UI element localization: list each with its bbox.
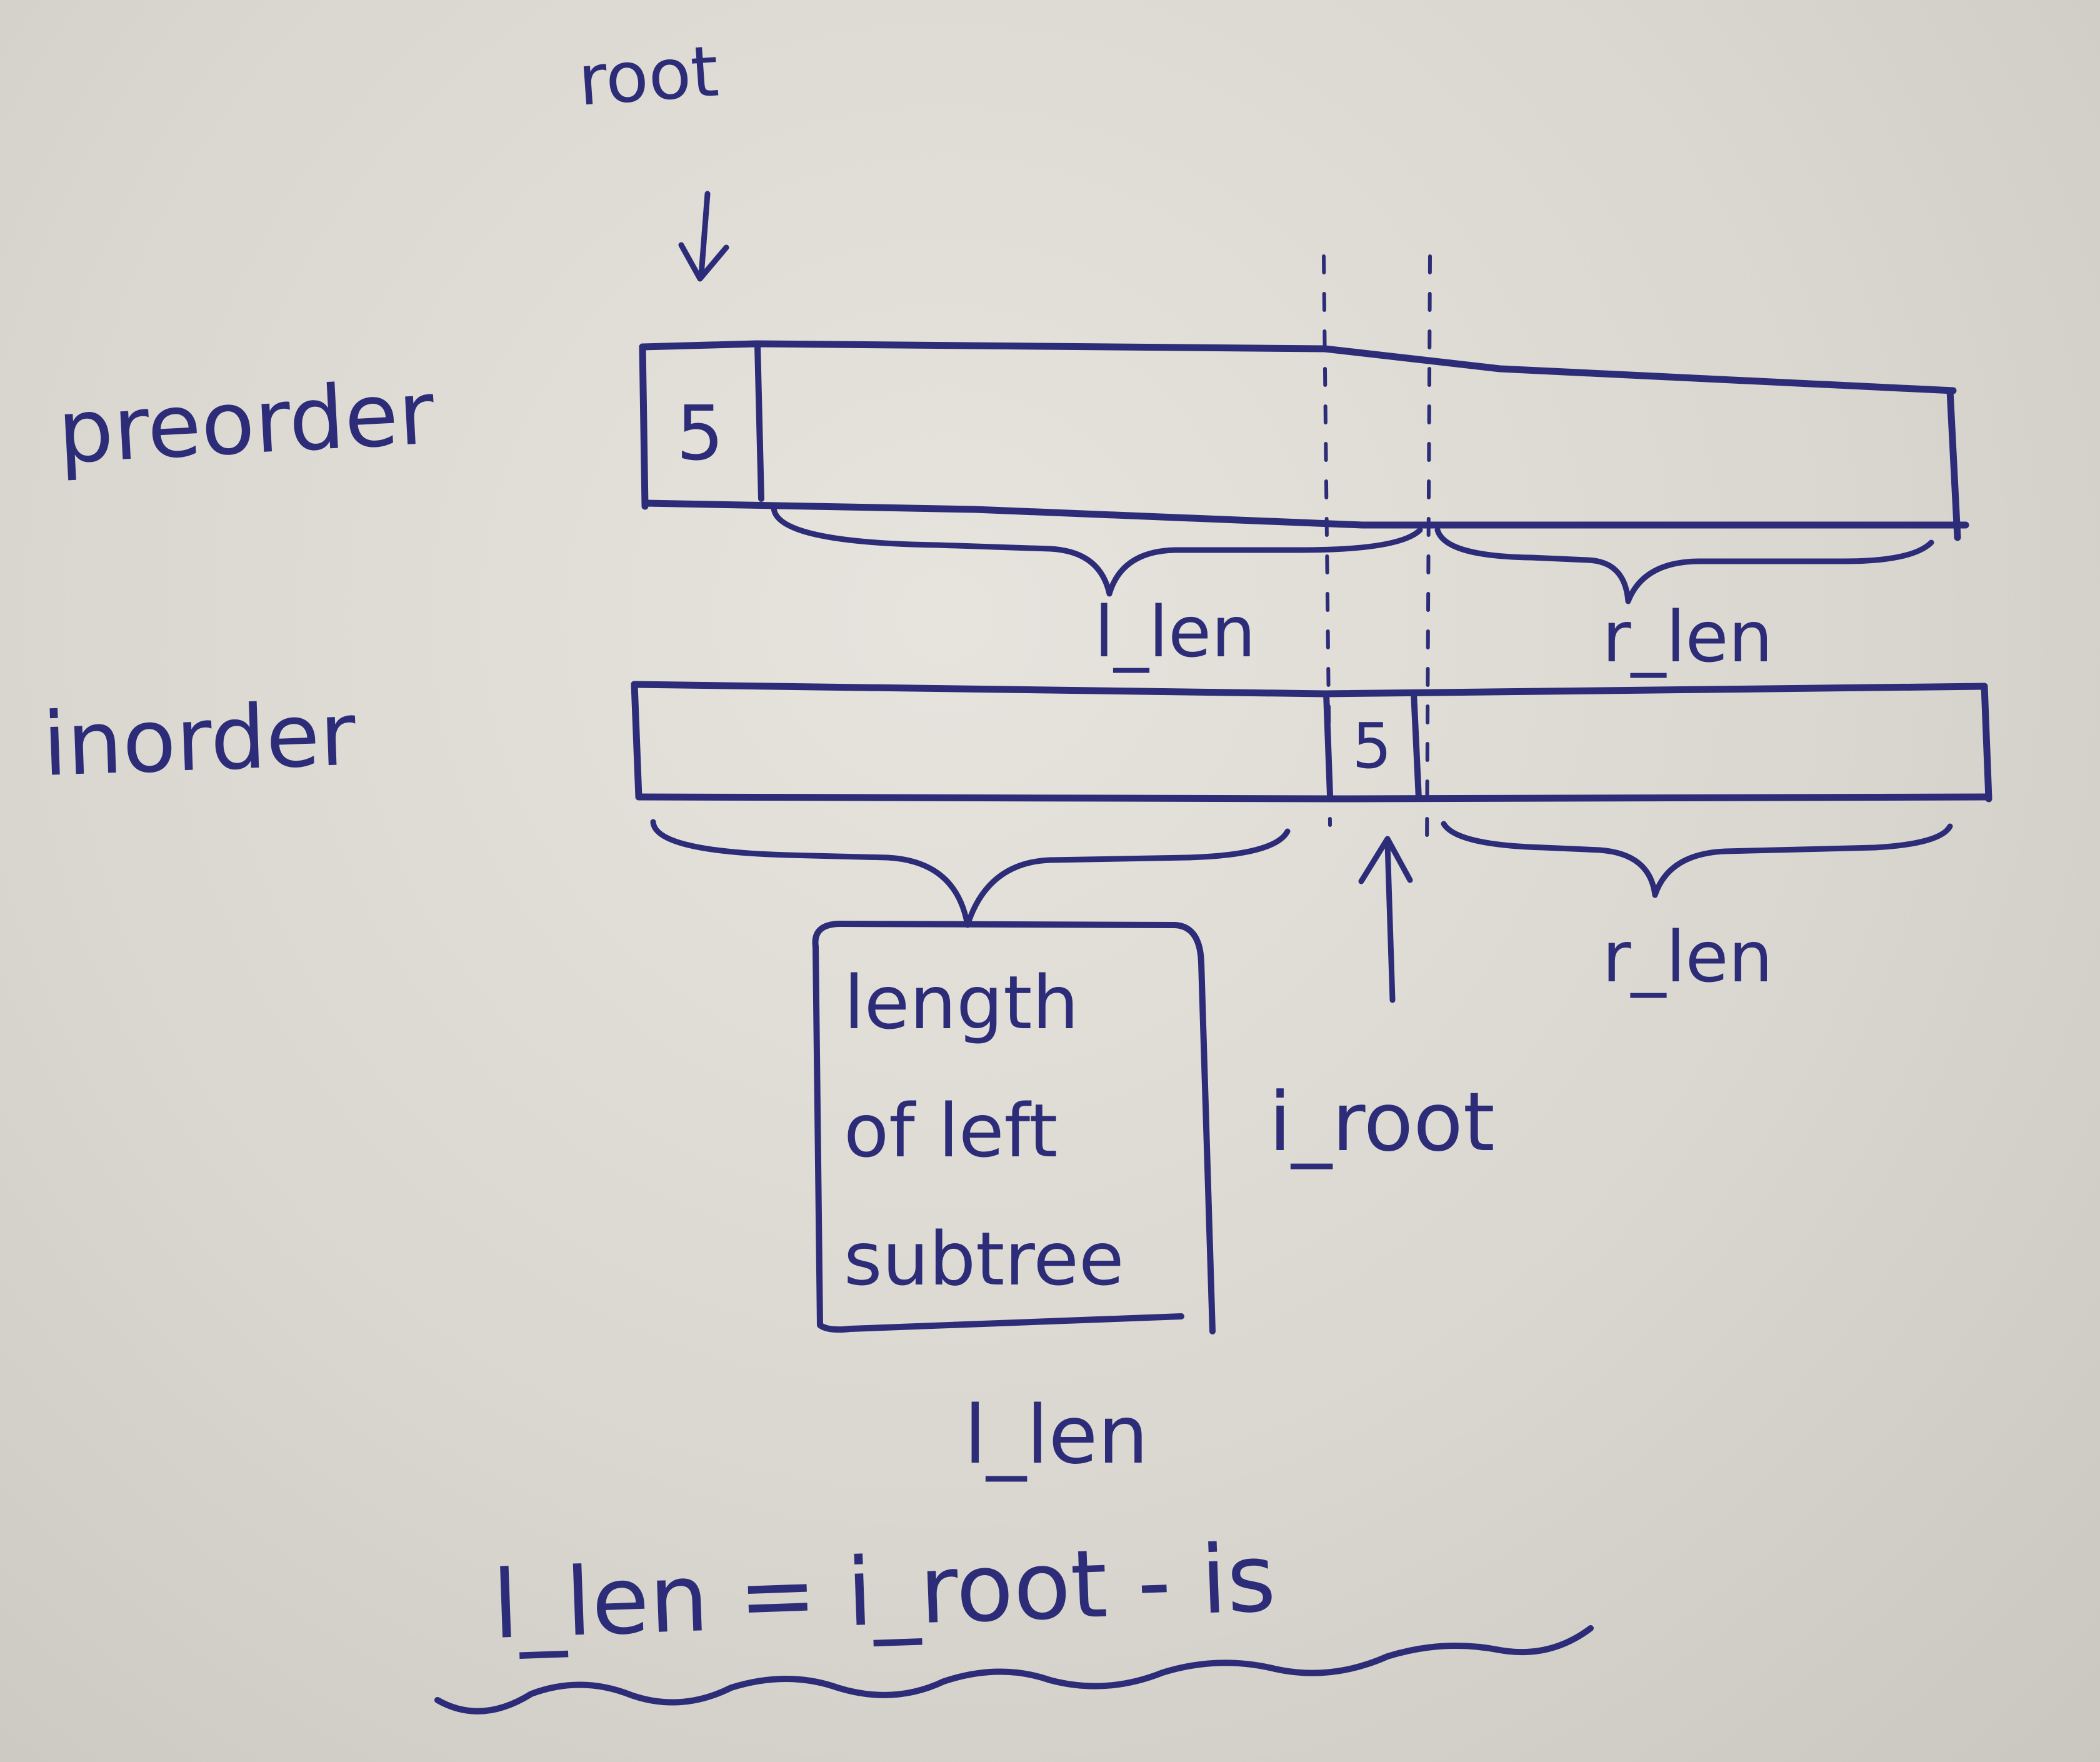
inorder-left-brace: [650, 819, 1291, 928]
inorder-root-value: 5: [1352, 709, 1392, 783]
preorder-root-value: 5: [676, 391, 724, 478]
note-line-1: length: [844, 959, 1079, 1046]
note-line-3: subtree: [844, 1216, 1124, 1302]
note-l-len-label: l_len: [964, 1389, 1149, 1482]
inorder-array: [631, 681, 1992, 803]
preorder-label: preorder: [55, 363, 437, 484]
preorder-array: [639, 340, 1969, 541]
inorder-r-len-label: r_len: [1602, 917, 1772, 998]
inorder-root-cell-right: [1411, 689, 1422, 802]
preorder-right-brace: [1434, 527, 1934, 604]
inorder-label: inorder: [41, 684, 358, 796]
formula-text: l_len = i_root - is: [491, 1524, 1278, 1660]
arrow-up-icon: [1358, 836, 1413, 1003]
i-root-label: i_root: [1269, 1074, 1495, 1169]
root-label: root: [576, 31, 721, 121]
left-subtree-note-box: [812, 921, 1216, 1334]
preorder-l-len-label: l_len: [1094, 592, 1256, 673]
preorder-left-brace: [771, 504, 1423, 597]
preorder-root-cell-divider: [754, 342, 764, 502]
inorder-right-brace: [1441, 821, 1953, 898]
preorder-r-len-label: r_len: [1602, 597, 1772, 678]
inorder-root-cell-left: [1323, 691, 1333, 798]
arrow-down-icon: [678, 191, 729, 282]
formula-wavy-underline: [434, 1625, 1594, 1714]
note-line-2: of left: [844, 1088, 1058, 1174]
dashed-guide-lines: [1322, 254, 1432, 852]
